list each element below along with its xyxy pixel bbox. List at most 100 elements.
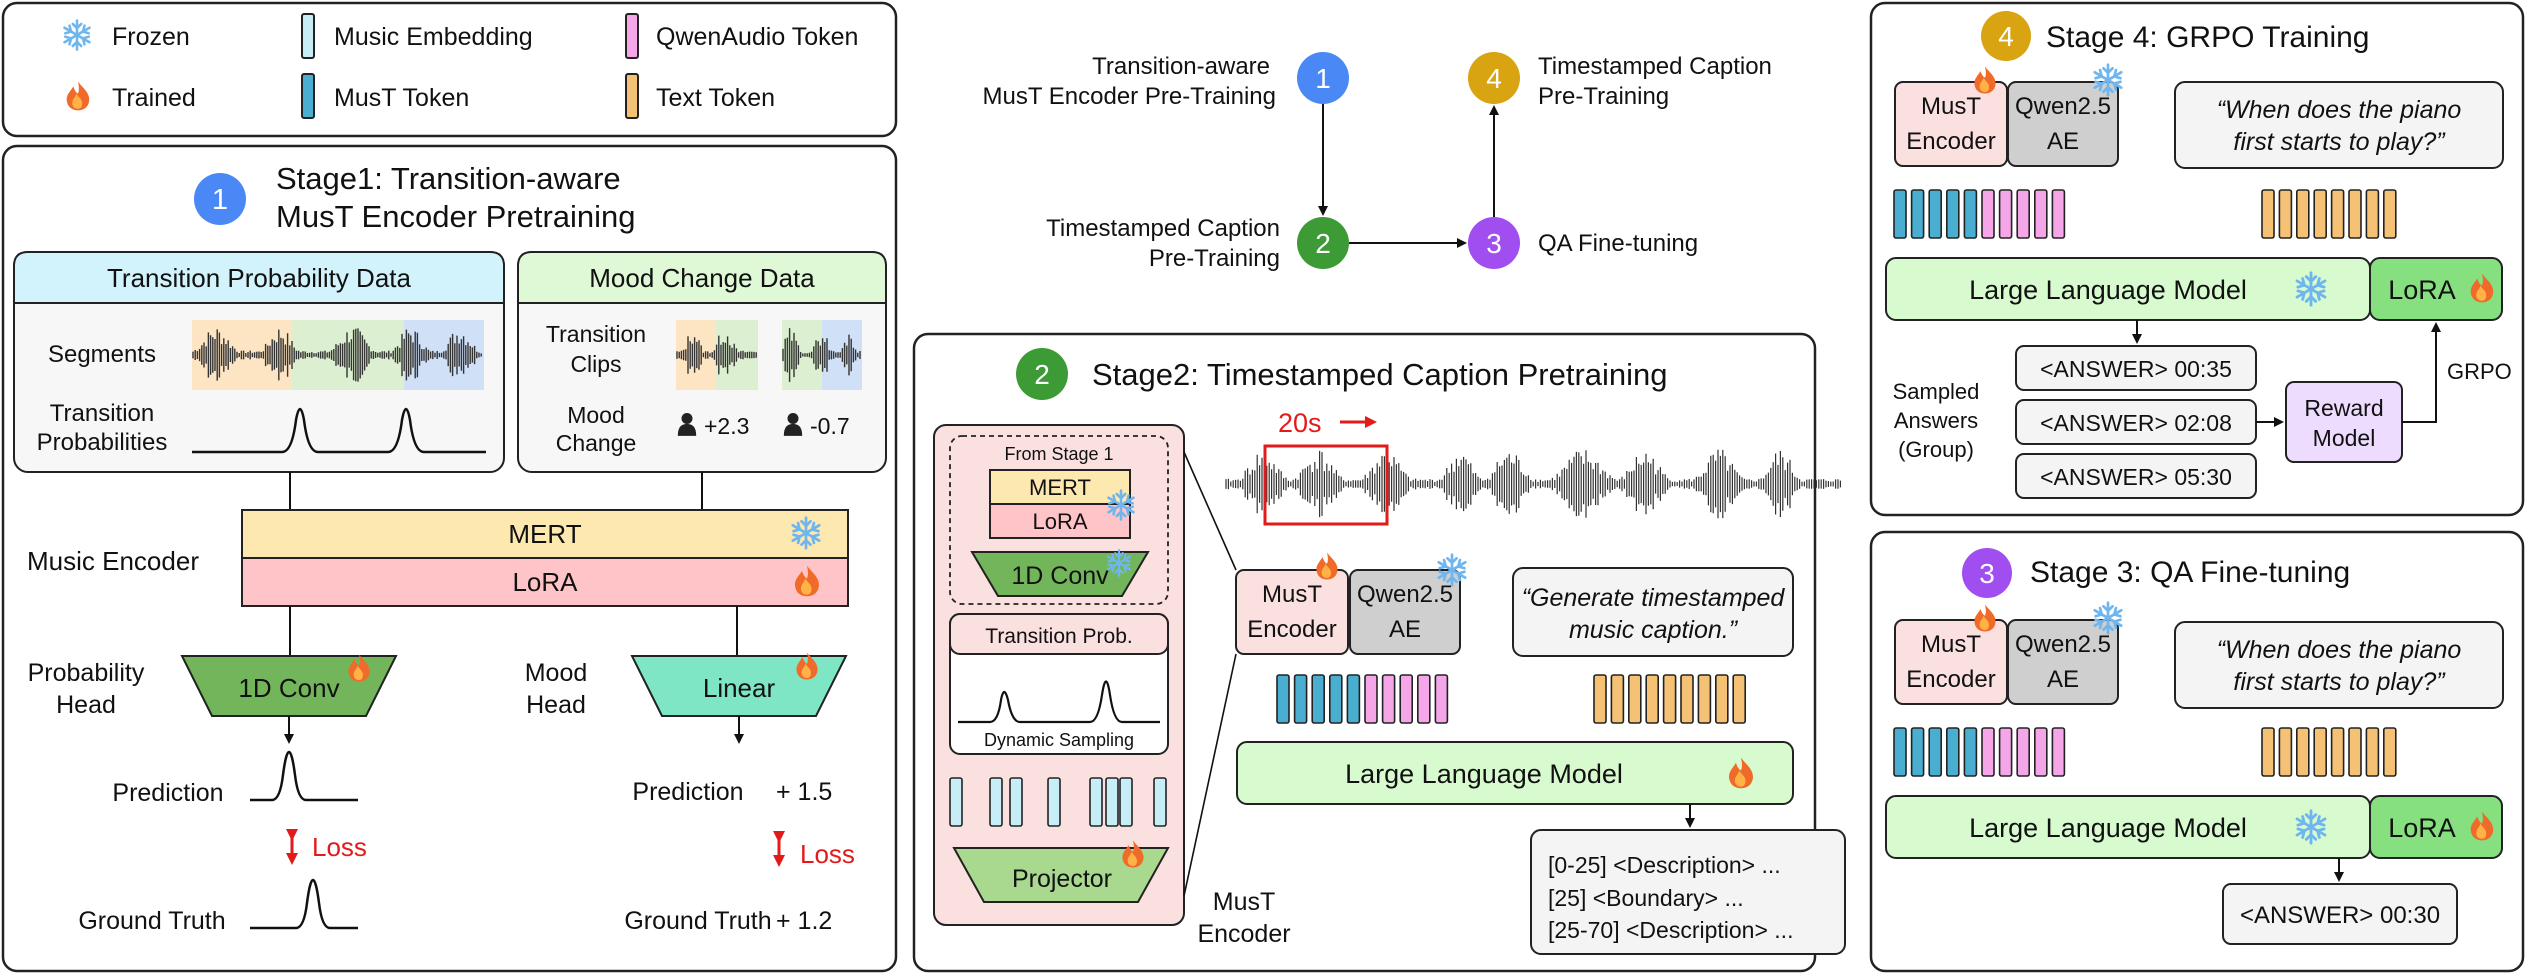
stage4-text-token bbox=[2296, 189, 2310, 239]
prob-head-line1: Probability bbox=[28, 659, 145, 687]
flow-num-4: 4 bbox=[1486, 63, 1502, 94]
stage2-audio-token bbox=[1329, 674, 1343, 724]
stage3-qwen-encoder bbox=[2007, 619, 2119, 705]
stage2-text-token bbox=[1732, 674, 1746, 724]
mood-data-title: Mood Change Data bbox=[589, 263, 815, 293]
prob-head-line2: Head bbox=[56, 691, 116, 719]
conv-head-label: 1D Conv bbox=[238, 673, 339, 703]
must-encoder-caption-line1: MusT bbox=[1213, 888, 1276, 916]
tp-data-header bbox=[13, 251, 505, 304]
stage4-audio-token bbox=[1946, 189, 1960, 239]
mood-head-line2: Head bbox=[526, 691, 586, 719]
stage3-panel: 3 Stage 3: QA Fine-tuning MusT Encoder Q… bbox=[1869, 530, 2525, 973]
stage4-audio-token bbox=[1963, 189, 1978, 239]
reward-line1: Reward bbox=[2304, 395, 2383, 421]
stage2-text-token bbox=[1628, 674, 1642, 724]
stage2-number-badge bbox=[1016, 348, 1068, 400]
window-label: 20s bbox=[1278, 408, 1322, 438]
legend-qwenaudio-token-swatch bbox=[625, 13, 639, 59]
stage4-number: 4 bbox=[1998, 21, 2014, 52]
stage4-text-token bbox=[2313, 189, 2327, 239]
stage3-text-token bbox=[2348, 727, 2362, 777]
stage2-conv-label: 1D Conv bbox=[1011, 562, 1109, 590]
stage3-audio-token bbox=[1893, 727, 1907, 777]
flow-badge-4 bbox=[1468, 52, 1520, 104]
legend-trained: Trained bbox=[112, 84, 196, 112]
tp-data-title: Transition Probability Data bbox=[107, 263, 411, 293]
flow-label-4-line2: Pre-Training bbox=[1538, 83, 1669, 110]
ground-truth-label-right: Ground Truth bbox=[624, 907, 771, 935]
legend-qwenaudio-token: QwenAudio Token bbox=[656, 23, 858, 51]
stage4-panel: 4 Stage 4: GRPO Training MusT Encoder Qw… bbox=[1869, 1, 2525, 517]
clip1-waveform bbox=[676, 335, 757, 375]
flow-num-3: 3 bbox=[1486, 228, 1502, 259]
stage2-audio-token bbox=[1311, 674, 1325, 724]
stage2-output-3: [25-70] <Description> ... bbox=[1548, 917, 1793, 943]
stage4-qwen-line2: AE bbox=[2047, 128, 2079, 155]
transition-prob-label: Transition Prob. bbox=[985, 625, 1132, 648]
conv-head-block bbox=[180, 655, 398, 717]
music-embedding-token bbox=[989, 777, 1003, 827]
flow-label-2-line1: Timestamped Caption bbox=[1046, 215, 1280, 242]
stage3-audio-token bbox=[1963, 727, 1978, 777]
stage3-title: Stage 3: QA Fine-tuning bbox=[2030, 556, 2350, 589]
stage2-lora-label: LoRA bbox=[1032, 509, 1087, 534]
stage3-audio-token bbox=[2034, 727, 2048, 777]
music-embedding-token bbox=[949, 777, 963, 827]
stage2-lora-block bbox=[989, 503, 1131, 539]
stage4-audio-token bbox=[2016, 189, 2030, 239]
stage2-qwen-line2: AE bbox=[1389, 616, 1421, 643]
stage4-qwen-encoder bbox=[2007, 81, 2119, 167]
stage2-prompt-box bbox=[1512, 567, 1794, 657]
stage3-prompt-box bbox=[2174, 621, 2504, 709]
stage2-qwen-encoder bbox=[1349, 569, 1461, 655]
music-embedding-token bbox=[1105, 777, 1119, 827]
stage4-number-badge bbox=[1981, 11, 2031, 61]
stage2-text-token bbox=[1610, 674, 1625, 724]
projector-label: Projector bbox=[1012, 865, 1112, 893]
projector-block bbox=[952, 847, 1170, 903]
stage3-must-line2: Encoder bbox=[1906, 666, 1995, 693]
transition-prob-curve bbox=[958, 680, 1160, 724]
stage3-audio-token bbox=[1910, 727, 1925, 777]
legend-must-token-swatch bbox=[301, 73, 315, 119]
stage2-token-row bbox=[1276, 674, 1746, 724]
music-encoder-label: Music Encoder bbox=[27, 546, 199, 576]
stage3-audio-token bbox=[1928, 727, 1942, 777]
grpo-arrow bbox=[2402, 322, 2441, 423]
stage1-number: 1 bbox=[212, 184, 228, 216]
stage3-llm-label: Large Language Model bbox=[1969, 813, 2247, 843]
stage2-waveform bbox=[1225, 449, 1841, 519]
stage2-text-token bbox=[1697, 674, 1712, 724]
stage3-audio-token bbox=[2016, 727, 2030, 777]
sampled-line1: Sampled bbox=[1893, 379, 1980, 404]
music-embedding-token bbox=[1009, 777, 1023, 827]
segment-2 bbox=[292, 320, 404, 390]
stage2-must-line2: Encoder bbox=[1247, 616, 1336, 643]
legend-text-token-swatch bbox=[625, 73, 639, 119]
stage2-qwen-line1: Qwen2.5 bbox=[1357, 581, 1453, 608]
stage4-prompt-line2: first starts to play?” bbox=[2233, 128, 2446, 156]
stage4-qwen-line1: Qwen2.5 bbox=[2015, 93, 2111, 120]
sampled-answer-3 bbox=[2015, 453, 2257, 499]
stage3-text-token bbox=[2296, 727, 2310, 777]
stage3-qwen-line2: AE bbox=[2047, 666, 2079, 693]
stage4-text-token bbox=[2278, 189, 2293, 239]
stage2-text-token bbox=[1715, 674, 1729, 724]
stage-flow: 1 2 3 4 Transition-aware MusT Encoder Pr… bbox=[983, 52, 1772, 272]
flow-label-2-line2: Pre-Training bbox=[1149, 245, 1280, 272]
sampled-embeddings bbox=[949, 777, 1167, 827]
flow-label-1-line1: Transition-aware bbox=[1092, 53, 1270, 80]
stage3-audio-token bbox=[1981, 727, 1995, 777]
legend-music-embedding: Music Embedding bbox=[334, 23, 533, 51]
stage4-lora bbox=[2369, 257, 2503, 321]
flow-label-4-line1: Timestamped Caption bbox=[1538, 53, 1772, 80]
stage4-audio-token bbox=[1910, 189, 1925, 239]
prediction-label-right: Prediction bbox=[632, 778, 743, 806]
prediction-curve bbox=[250, 750, 358, 802]
stage2-must-line1: MusT bbox=[1262, 581, 1322, 608]
zoom-line-bottom bbox=[1183, 653, 1237, 897]
sampled-line3: (Group) bbox=[1898, 437, 1974, 462]
stage2-audio-token bbox=[1364, 674, 1378, 724]
